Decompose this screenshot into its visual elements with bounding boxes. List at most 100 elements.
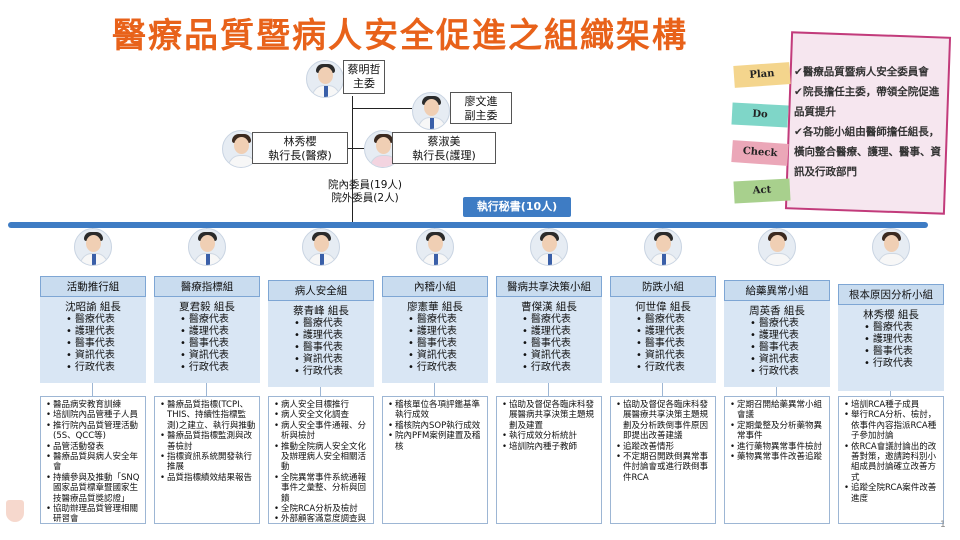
group-member-text: 行政代表 [294,366,343,377]
duty-connector-line [662,383,663,396]
group-member: 醫療代表 [864,322,940,334]
group-member: 醫事代表 [180,338,256,350]
group-member: 護理代表 [750,330,826,342]
group-member-text: 資訊代表 [636,350,685,361]
group-leader: 何世偉 組長 [635,301,691,313]
duty-connector-line [92,383,93,396]
group-member-text: 醫事代表 [180,338,229,349]
group-member-text: 資訊代表 [294,354,343,365]
duty-item: 依RCA會議討論出的改善對策，邀請跨科別小組成員討論確立改善方式 [844,442,940,484]
duty-item: 全院異常事件系統通報事件之彙整、分析與回饋 [274,473,370,504]
group-leader-photo [302,228,340,266]
duty-item: 持續參與及推動「SNQ國家品質標章暨國家生技醫療品質獎認證」 [46,473,142,504]
chair-name: 蔡明哲 [347,63,381,76]
duty-item: 定期召開給藥異常小組會議 [730,400,826,421]
group-member-list: 醫療代表護理代表醫事代表資訊代表行政代表 [272,318,370,378]
group-member: 醫事代表 [750,342,826,354]
pdca-tag-do: Do [731,102,789,128]
group-member-text: 護理代表 [864,334,913,345]
group-duty-box: 醫療品質指標(TCPI、THIS、持續性指標監測)之建立、執行與推動醫療品質指標… [154,396,260,524]
group-member: 醫療代表 [294,318,370,330]
group-member-text: 醫事代表 [294,342,343,353]
chair-namebox: 蔡明哲 主委 [343,60,385,94]
group-title: 醫病共享決策小組 [496,276,602,297]
group-leader-photo [74,228,112,266]
duty-connector-line [890,391,891,396]
pdca-tag-plan: Plan [733,62,791,88]
committee-line2: 院外委員(2人) [331,192,399,204]
group-member-text: 行政代表 [66,362,115,373]
group-member: 醫事代表 [636,338,712,350]
group-member: 醫療代表 [522,314,598,326]
duty-item: 追蹤全院RCA案件改善進度 [844,483,940,504]
duty-item: 稽核單位各項評鑑基準執行成效 [388,400,484,421]
group-member: 資訊代表 [294,354,370,366]
duty-connector-line [548,383,549,396]
logo-shield-icon [6,500,24,522]
group-member: 護理代表 [180,326,256,338]
committee-members: 院內委員(19人) 院外委員(2人) [320,179,410,205]
group-member-text: 醫療代表 [864,322,913,333]
committee-line1: 院內委員(19人) [327,179,403,191]
group-member: 資訊代表 [750,354,826,366]
group-member: 醫療代表 [750,318,826,330]
group-member: 資訊代表 [66,350,142,362]
duty-connector-line [776,387,777,396]
group-member-text: 護理代表 [66,326,115,337]
group-leader-photo [872,228,910,266]
group-body: 沈昭諭 組長醫療代表護理代表醫事代表資訊代表行政代表 [40,297,146,383]
group-member-text: 醫療代表 [66,314,115,325]
group-member-text: 行政代表 [636,362,685,373]
group-member-text: 醫事代表 [66,338,115,349]
group-leader-photo [416,228,454,266]
pdca-line-text: 各功能小組由醫師擔任組長，橫向整合醫療、護理、醫事、資訊及行政部門 [794,126,941,178]
group-duty-box: 協助及督促各臨床科發展醫療共享決策主題規劃及分析跌倒事件原因即提出改善建議追蹤改… [610,396,716,524]
exec-medical-role: 執行長(醫療) [268,149,332,162]
duty-item: 稽核院內SOP執行成效 [388,421,484,432]
group-body: 何世偉 組長醫療代表護理代表醫事代表資訊代表行政代表 [610,297,716,383]
group-member: 行政代表 [750,366,826,378]
group-member-list: 醫療代表護理代表醫事代表資訊代表行政代表 [386,314,484,374]
group-body: 林秀櫻 組長醫療代表護理代表醫事代表行政代表 [838,305,944,391]
group-member: 護理代表 [864,334,940,346]
connector-line [270,148,442,149]
group-member-text: 行政代表 [522,362,571,373]
group-member: 資訊代表 [522,350,598,362]
duty-item: 醫療品質與病人安全年會 [46,452,142,473]
group-member: 醫療代表 [636,314,712,326]
group-member-list: 醫療代表護理代表醫事代表資訊代表行政代表 [500,314,598,374]
group-leader: 夏君毅 組長 [179,301,235,313]
group-duty-box: 培訓RCA種子成員舉行RCA分析、檢討，依事件內容指派RCA種子參加討論依RCA… [838,396,944,524]
group-member-text: 醫療代表 [294,318,343,329]
group-member: 醫療代表 [66,314,142,326]
group-member-text: 護理代表 [294,330,343,341]
group-duty-box: 稽核單位各項評鑑基準執行成效稽核院內SOP執行成效院內PFM案例建置及稽核 [382,396,488,524]
chair-photo [306,60,344,98]
group-body: 周英香 組長醫療代表護理代表醫事代表資訊代表行政代表 [724,301,830,387]
pdca-line-text: 院長擔任主委，帶領全院促進品質提升 [794,86,940,118]
vice-chair-namebox: 廖文進 副主委 [450,92,512,124]
group-member: 護理代表 [408,326,484,338]
group-member: 行政代表 [180,362,256,374]
group-body: 廖憲華 組長醫療代表護理代表醫事代表資訊代表行政代表 [382,297,488,383]
duty-item: 舉行RCA分析、檢討，依事件內容指派RCA種子參加討論 [844,410,940,441]
connector-line [352,96,353,222]
page-title: 醫療品質暨病人安全促進之組織架構 [112,16,688,56]
group-member-list: 醫療代表護理代表醫事代表資訊代表行政代表 [44,314,142,374]
group-title: 防跌小組 [610,276,716,297]
pdca-tag-check: Check [731,140,789,166]
group-member: 行政代表 [294,366,370,378]
duty-item: 培訓院內種子教師 [502,442,598,453]
duty-item: 病人安全目標推行 [274,400,370,411]
group-member: 資訊代表 [636,350,712,362]
group-title: 內稽小組 [382,276,488,297]
group-member-list: 醫療代表護理代表醫事代表資訊代表行政代表 [158,314,256,374]
group-member-list: 醫療代表護理代表醫事代表資訊代表行政代表 [614,314,712,374]
group-member-text: 行政代表 [864,358,913,369]
connector-line [352,108,412,109]
